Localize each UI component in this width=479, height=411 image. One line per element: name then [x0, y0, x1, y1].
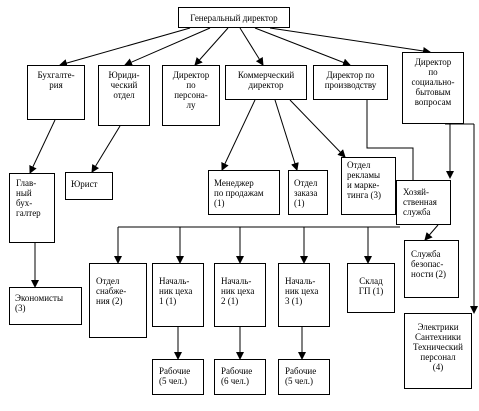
node-social-director: Директор по социально- бытовым вопросам: [402, 52, 464, 124]
node-orders-department: Отдел заказа (1): [288, 170, 328, 215]
node-commercial-director: Коммерческий директор: [225, 65, 307, 100]
node-marketing-department: Отдел рекламы и марке- тинга (3): [341, 157, 396, 215]
node-hr-director: Директор по персона- лу: [162, 65, 220, 126]
node-supply-department: Отдел снабже- ния (2): [89, 263, 147, 338]
node-workers-1: Рабочие (5 чел.): [152, 359, 204, 395]
node-workers-3: Рабочие (5 чел.): [278, 359, 330, 395]
node-chief-accountant: Глав- ный бух- галтер: [9, 173, 55, 243]
node-lawyer: Юрист: [65, 172, 113, 200]
node-accounting: Бухгалте- рия: [27, 65, 85, 120]
node-shop-head-1: Началь- ник цеха 1 (1): [152, 263, 204, 327]
node-warehouse: Склад ГП (1): [347, 263, 395, 313]
node-production-director: Директор по производству: [313, 65, 388, 100]
node-household-service: Хозяй- ственная служба: [396, 180, 451, 225]
node-legal-department: Юриди- ческий отдел: [98, 65, 150, 126]
node-economists: Экономисты (3): [9, 287, 82, 325]
node-electricians: Электрики Сантехники Технический персона…: [404, 313, 472, 389]
node-security-service: Служба безопас- ности (2): [404, 240, 459, 298]
node-shop-head-2: Началь- ник цеха 2 (1): [214, 263, 266, 327]
node-ceo: Генеральный директор: [178, 7, 290, 28]
node-sales-managers: Менеджер по продажам (1): [208, 170, 280, 215]
node-shop-head-3: Началь- ник цеха 3 (1): [278, 263, 330, 327]
node-workers-2: Рабочие (6 чел.): [214, 359, 266, 395]
